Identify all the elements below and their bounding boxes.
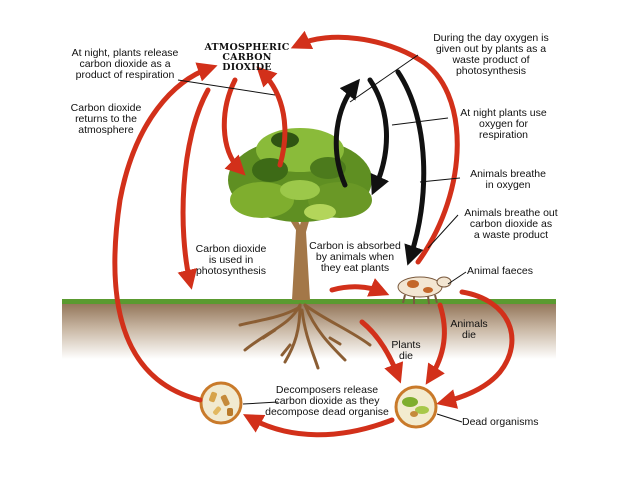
label-animals-breathe-out: Animals breathe out carbon dioxide as a …: [452, 208, 570, 241]
arrow-eat-plants: [332, 287, 382, 292]
label-night-use-oxygen: At night plants use oxygen for respirati…: [446, 108, 561, 141]
label-dead-organisms: Dead organisms: [462, 417, 562, 428]
arrow-animals-oxygen: [398, 72, 424, 258]
decomposers-circle: [201, 383, 241, 423]
label-photosynthesis: Carbon dioxide is used in photosynthesis: [188, 244, 274, 277]
label-animals-die: Animals die: [444, 319, 494, 341]
label-carbon-absorbed: Carbon is absorbed by animals when they …: [303, 241, 407, 274]
pointer-lines: [178, 55, 466, 422]
dead-organisms-circle: [396, 387, 436, 427]
label-animal-faeces: Animal faeces: [467, 266, 557, 277]
label-plants-die: Plants die: [384, 340, 428, 362]
arrow-atmosphere-down-1: [224, 80, 240, 170]
atmospheric-carbon-dioxide-title: ATMOSPHERIC CARBON DIOXIDE: [198, 43, 296, 73]
arrow-dead-to-decomposers: [250, 418, 392, 435]
arrow-night-oxygen: [370, 80, 386, 188]
label-animals-breathe-in: Animals breathe in oxygen: [458, 169, 558, 191]
label-night-release: At night, plants release carbon dioxide …: [60, 48, 190, 81]
tree-foliage: [228, 128, 372, 222]
label-decomposers: Decomposers release carbon dioxide as th…: [253, 385, 401, 418]
label-carbon-returns: Carbon dioxide returns to the atmosphere: [60, 103, 152, 136]
label-day-oxygen: During the day oxygen is given out by pl…: [416, 33, 566, 77]
